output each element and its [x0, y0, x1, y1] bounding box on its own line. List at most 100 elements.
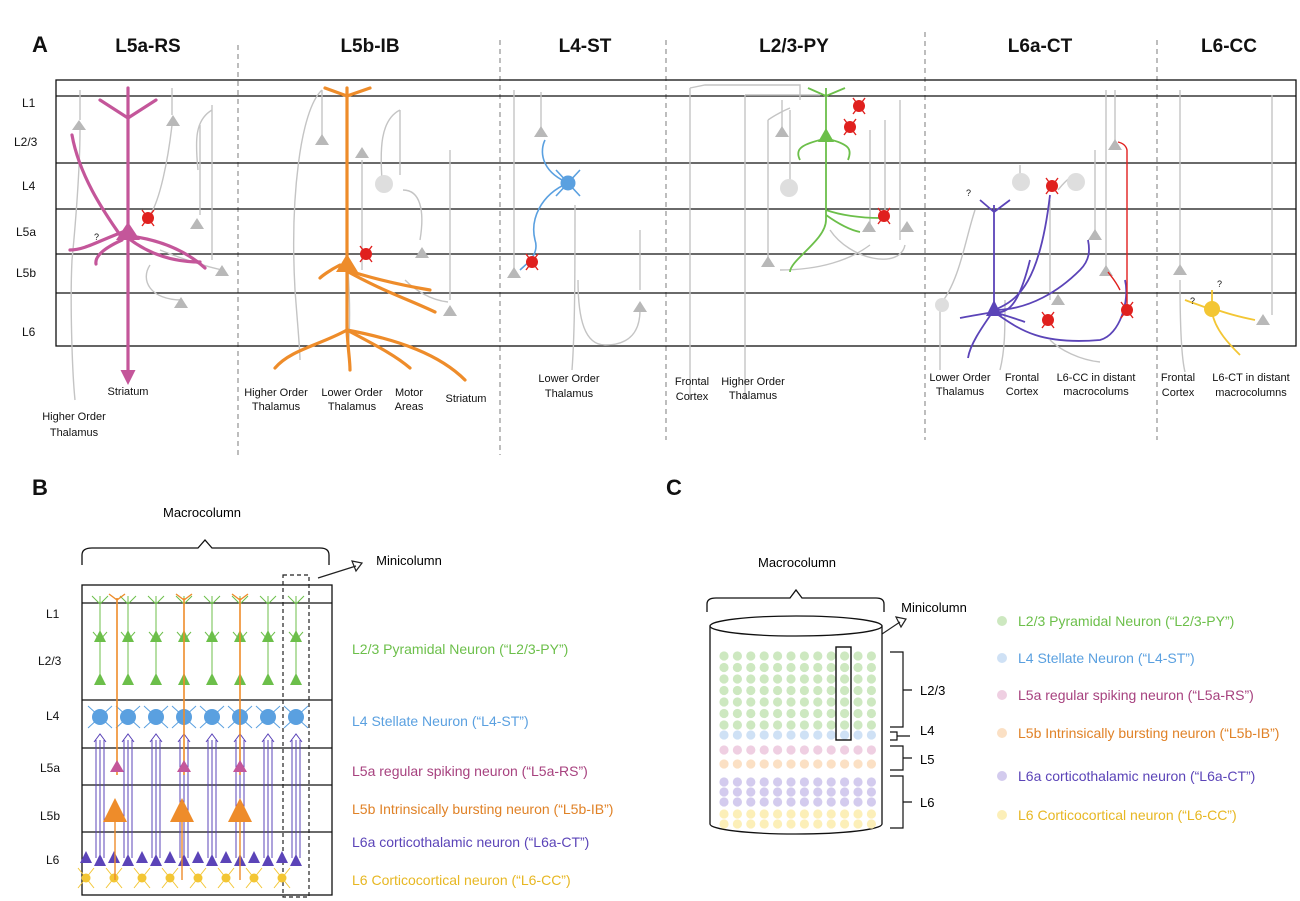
c-neuron-dot: [773, 759, 783, 769]
b-macrocolumn-brace: [81, 539, 330, 565]
c-neuron-dot: [853, 662, 863, 673]
c-neuron-dot: [840, 651, 850, 661]
c-neuron-dot: [719, 730, 729, 740]
c-neuron-dot: [773, 708, 783, 719]
c-neuron-dot: [746, 662, 756, 673]
c-neuron-dot: [786, 809, 796, 819]
c-neuron-dot: [799, 697, 810, 707]
c-neuron-dot: [732, 662, 743, 673]
c-neuron-dot: [786, 745, 796, 755]
panel-b: B Macrocolumn Minicolumn L1 L2/3 L4 L5a …: [32, 475, 613, 898]
b-minicolumn-label: Minicolumn: [376, 553, 442, 568]
st-target-lot-1: Lower Order: [538, 373, 599, 385]
cc-soma: [1204, 301, 1220, 317]
c-neuron-dot: [853, 797, 863, 807]
c-neuron-dot: [853, 730, 863, 740]
ct-question: ?: [966, 188, 971, 198]
c-neuron-dot: [813, 819, 823, 829]
c-neuron-dot: [799, 819, 810, 829]
c-neuron-dot: [840, 745, 850, 755]
b-legend-l5a: L5a regular spiking neuron (“L5a-RS”): [352, 763, 588, 779]
b-l6cc-soma: [137, 873, 147, 883]
b-l6a-soma: [192, 851, 204, 863]
c-neuron-dot: [759, 745, 769, 755]
b-l23-soma: [150, 630, 162, 642]
c-neuron-dot: [719, 745, 729, 755]
c-macrocolumn-brace: [706, 588, 885, 612]
ib-soma: [336, 254, 358, 272]
b-l23-soma: [262, 630, 274, 642]
b-l6cc-soma: [221, 873, 231, 883]
b-l6a-soma: [220, 851, 232, 863]
layer-label-l4: L4: [22, 179, 36, 193]
c-neuron-dot: [746, 745, 756, 755]
c-neuron-dot: [786, 708, 796, 719]
c-neuron-dot: [799, 730, 810, 740]
c-neuron-dot: [866, 759, 877, 769]
b-l4-soma: [92, 709, 108, 725]
c-neuron-dot: [719, 809, 729, 819]
c-neuron-dot: [799, 685, 810, 696]
c-neuron-dot: [866, 745, 877, 755]
c-legend-l6a: L6a corticothalamic neuron (“L6a-CT”): [1018, 768, 1255, 784]
c-neuron-dot: [786, 759, 796, 769]
layer-grid-a: [55, 79, 1297, 347]
ib-target-motor-2: Areas: [395, 401, 424, 413]
cc-target-frontal-1: Frontal: [1161, 372, 1195, 384]
ct-target-frontal-1: Frontal: [1005, 372, 1039, 384]
type-separators: [237, 32, 1158, 455]
b-l5b-soma: [103, 798, 127, 822]
layer-label-l1: L1: [22, 96, 36, 110]
c-neuron-dot: [746, 720, 756, 730]
c-neuron-dot: [732, 697, 743, 707]
c-neuron-dot: [853, 759, 863, 769]
b-legend-l6cc: L6 Corticocortical neuron (“L6-CC”): [352, 872, 571, 888]
c-neuron-dot: [786, 685, 796, 696]
c-neuron-dot: [746, 708, 756, 719]
title-l6-cc: L6-CC: [1201, 36, 1257, 57]
b-legend-l5b: L5b Intrinsically bursting neuron (“L5b-…: [352, 801, 613, 817]
b-macrocolumn-label: Macrocolumn: [163, 505, 241, 520]
c-neuron-dot: [759, 685, 769, 696]
c-layer-l23: L2/3: [920, 683, 945, 698]
c-neuron-dot: [826, 685, 836, 696]
c-neuron-dot: [813, 759, 823, 769]
c-neuron-dot: [732, 674, 743, 684]
c-neuron-dot: [866, 787, 877, 797]
b-l6a-tuft: [93, 733, 107, 743]
rs-inhib-cell: [141, 209, 155, 227]
c-neuron-dot: [719, 685, 729, 696]
cc-question-1: ?: [1190, 296, 1195, 306]
c-neuron-dot: [746, 809, 756, 819]
c-neuron-dot: [759, 662, 769, 673]
c-neuron-dot: [773, 745, 783, 755]
b-layer-l6: L6: [46, 853, 60, 867]
b-l6a-soma: [136, 851, 148, 863]
b-l6a-tuft: [149, 733, 163, 743]
c-neuron-dot: [813, 777, 823, 787]
b-l23-soma: [262, 673, 274, 685]
title-l4-st: L4-ST: [559, 36, 612, 57]
c-neuron-dot: [866, 651, 877, 661]
c-neuron-dot: [840, 777, 850, 787]
c-neuron-dot: [813, 745, 823, 755]
py-inhib-cells: [843, 97, 891, 225]
c-neuron-dot: [732, 797, 743, 807]
py-target-hot-2: Thalamus: [729, 390, 778, 402]
c-neuron-dot: [826, 651, 836, 661]
cc-target-ct-1: L6-CT in distant: [1212, 372, 1289, 384]
b-l5b-tuft: [108, 593, 126, 601]
c-neuron-dot: [853, 651, 863, 661]
c-neuron-dot: [840, 697, 850, 707]
c-neuron-dot: [826, 708, 836, 719]
b-l5b-tuft: [175, 593, 193, 601]
ct-target-lot-1: Lower Order: [929, 372, 990, 384]
c-layer-l5: L5: [920, 752, 934, 767]
b-l5b-tuft: [231, 593, 249, 601]
rs-soma: [116, 222, 140, 240]
c-neuron-dot: [746, 797, 756, 807]
c-neuron-dot: [773, 662, 783, 673]
b-l4-soma: [120, 709, 136, 725]
ct-target-cc-2: macrocolums: [1063, 386, 1129, 398]
l23-py-circuit: [689, 84, 914, 400]
